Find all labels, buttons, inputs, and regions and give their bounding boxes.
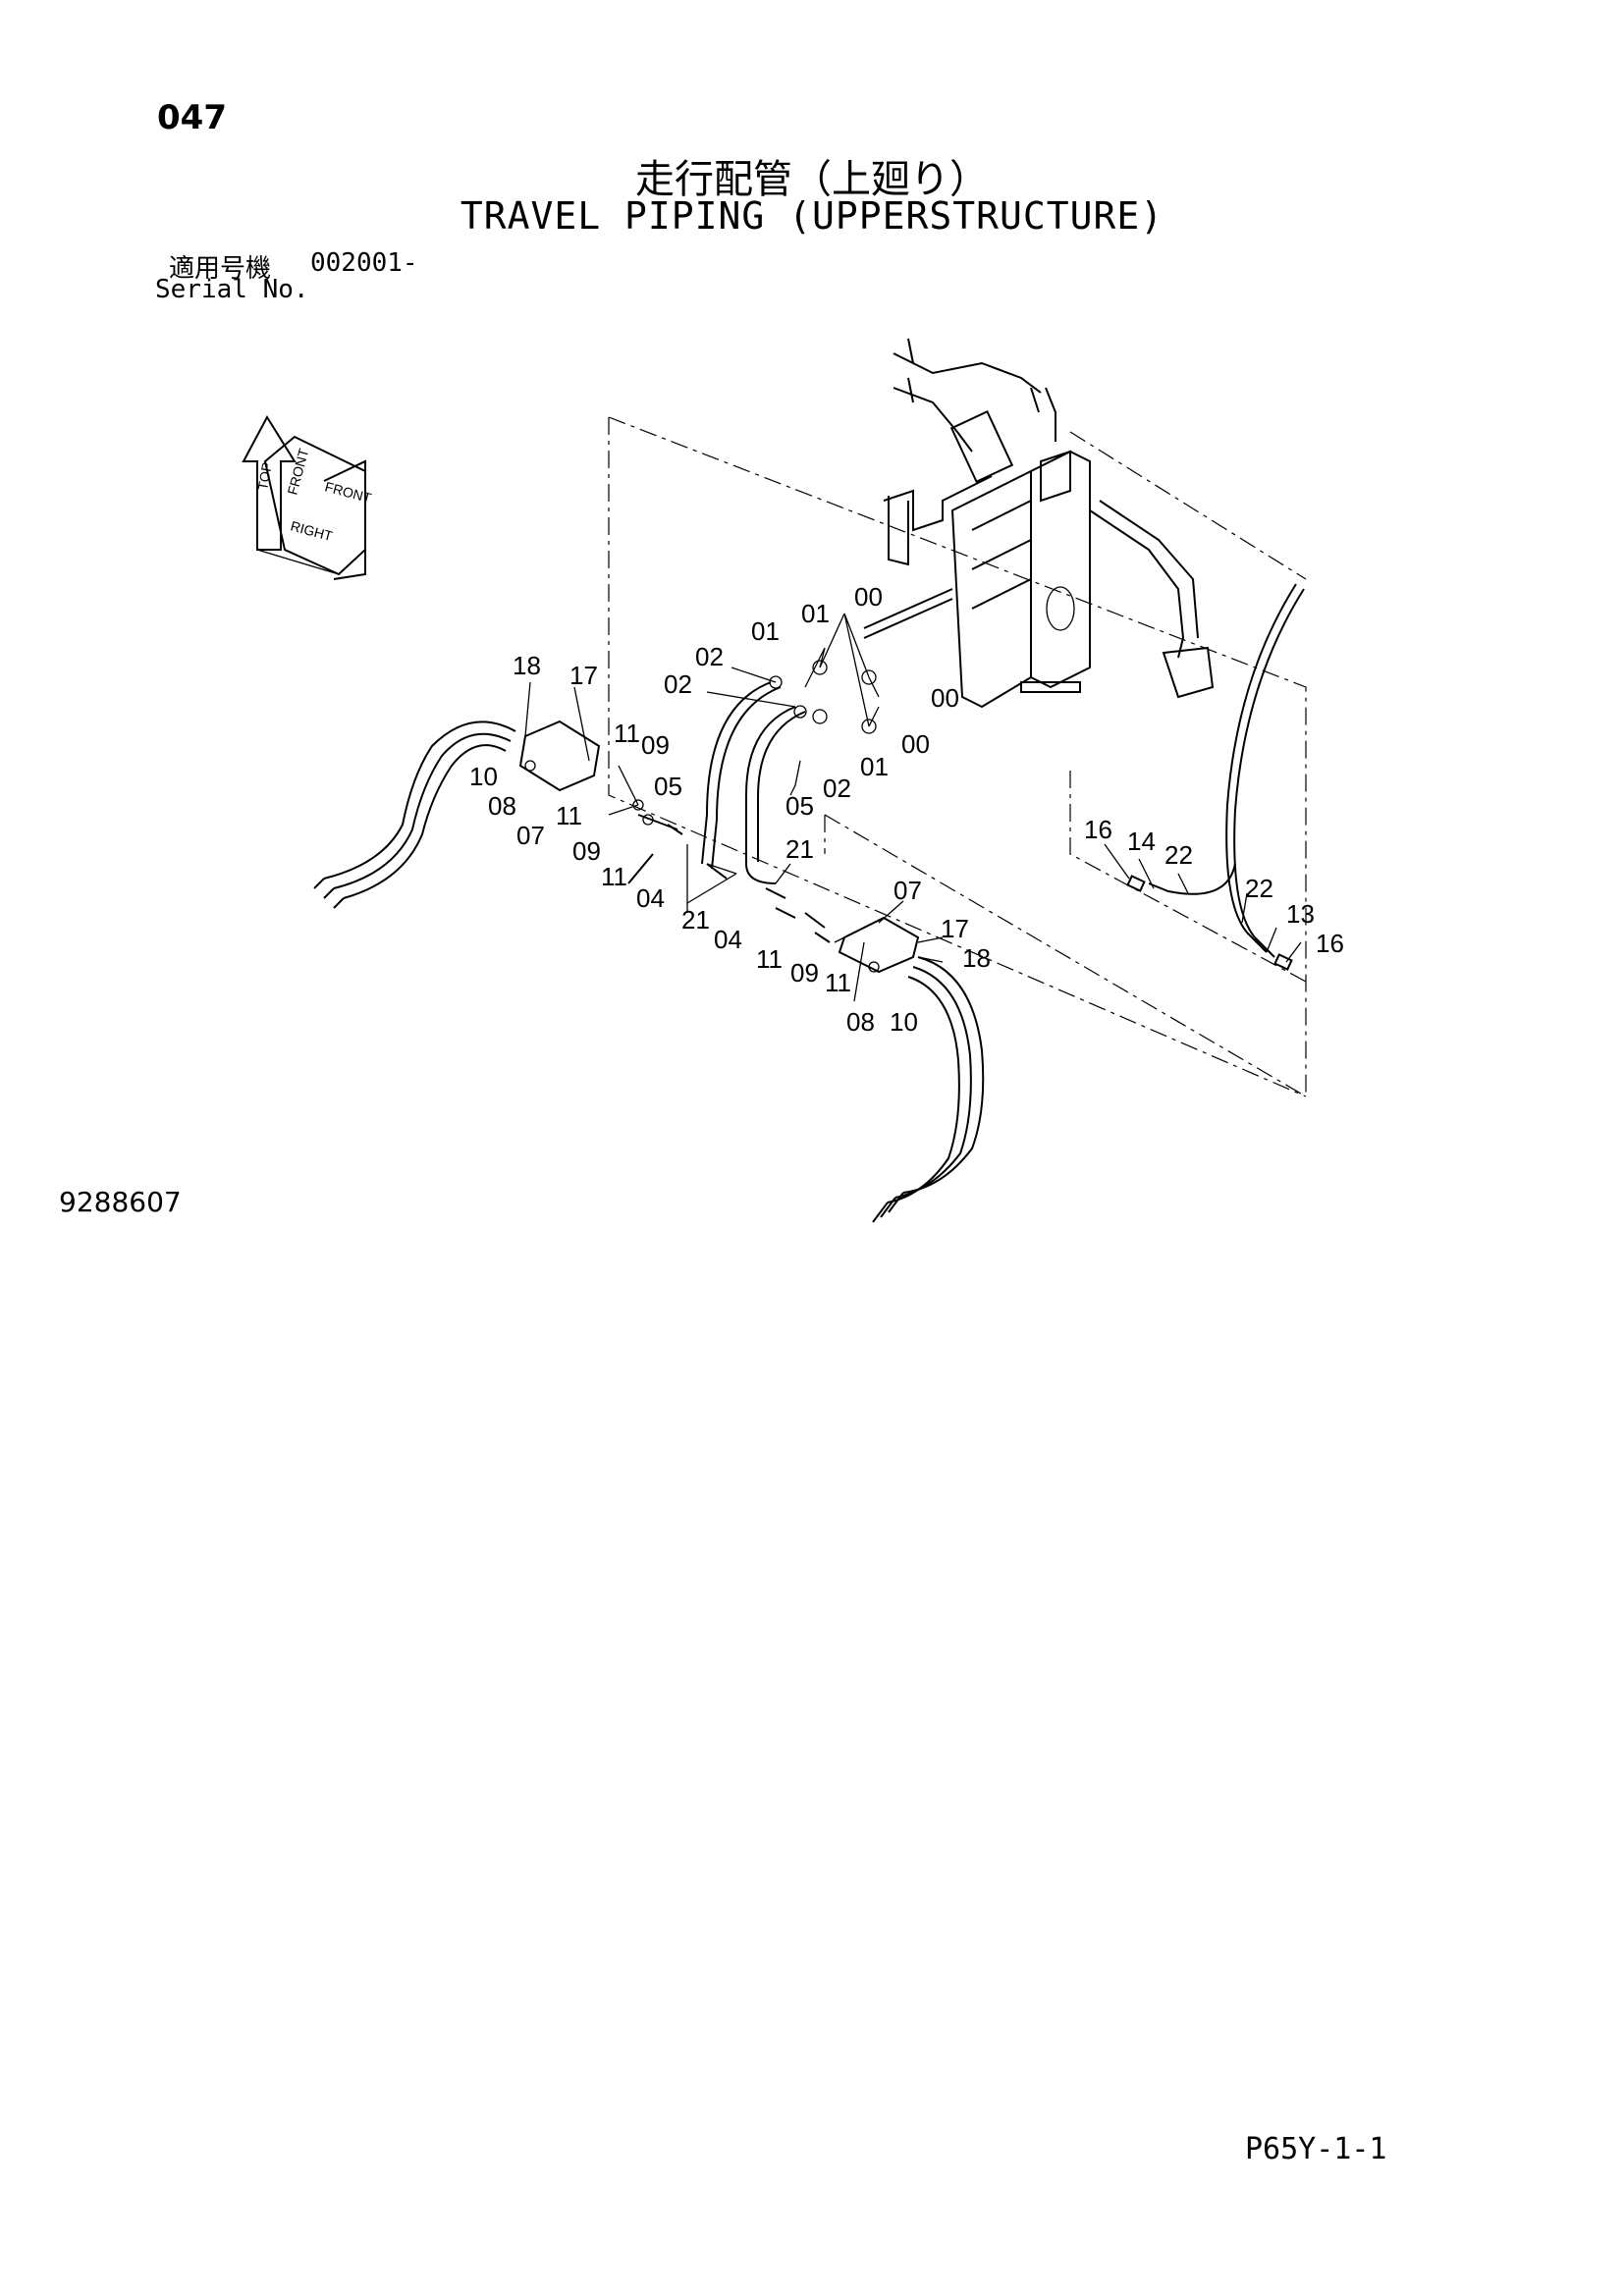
callout-07: 07	[893, 876, 922, 905]
callout-11: 11	[825, 968, 851, 997]
callout-09: 09	[790, 958, 819, 988]
callout-08: 08	[846, 1007, 875, 1037]
callout-08: 08	[488, 791, 516, 821]
center-hose-group	[701, 660, 877, 884]
callout-10: 10	[890, 1007, 918, 1037]
callout-17: 17	[941, 914, 969, 943]
left-manifold	[313, 720, 728, 909]
arrow-label-front-1: FRONT	[284, 447, 311, 497]
callout-07: 07	[516, 821, 545, 850]
callout-11: 11	[614, 719, 640, 748]
arrow-label-right: RIGHT	[289, 517, 335, 544]
callout-01: 01	[860, 752, 889, 781]
callout-13: 13	[1286, 899, 1315, 929]
title-english: TRAVEL PIPING (UPPERSTRUCTURE)	[460, 194, 1164, 238]
callout-17: 17	[569, 661, 598, 690]
serial-label-japanese: 適用号機	[169, 254, 272, 284]
arrow-label-top: TOP	[254, 461, 275, 492]
reference-lines	[608, 416, 1307, 1097]
callout-02: 02	[823, 774, 851, 803]
callout-02: 02	[664, 669, 692, 699]
callout-00: 00	[901, 729, 930, 759]
page-number: 047	[157, 98, 227, 137]
callout-04: 04	[636, 883, 665, 913]
callout-09: 09	[572, 836, 601, 866]
callout-labels: 00 00 00 01 01 01 02 02 02 18 17 10 08 0…	[469, 582, 1344, 1037]
callout-05: 05	[785, 791, 814, 821]
callout-22: 22	[1164, 840, 1193, 870]
callout-01: 01	[751, 616, 780, 646]
callout-22: 22	[1245, 874, 1273, 903]
callout-18: 18	[962, 943, 991, 973]
callout-00: 00	[931, 683, 959, 713]
callout-04: 04	[714, 925, 742, 954]
callout-00: 00	[854, 582, 883, 612]
callout-01: 01	[801, 599, 830, 628]
control-valve-assembly	[863, 338, 1215, 709]
callout-11: 11	[556, 801, 582, 830]
callout-16: 16	[1084, 815, 1112, 844]
title-japanese: 走行配管（上廻り）	[635, 157, 989, 202]
callout-09: 09	[641, 730, 670, 760]
callout-02: 02	[695, 642, 724, 671]
serial-number-value: 002001-	[310, 248, 418, 278]
leader-lines	[524, 613, 1302, 1002]
orientation-arrows: TOP FRONT FRONT RIGHT	[242, 415, 373, 580]
callout-11: 11	[756, 944, 783, 974]
drawing-number: 9288607	[59, 1186, 182, 1218]
callout-21: 21	[785, 834, 814, 864]
callout-14: 14	[1127, 827, 1156, 856]
callout-11: 11	[601, 862, 627, 891]
sheet-code: P65Y-1-1	[1245, 2132, 1387, 2166]
callout-21: 21	[681, 905, 710, 934]
right-hose-pair	[1126, 583, 1305, 971]
serial-label-english: Serial No.	[155, 275, 309, 304]
callout-05: 05	[654, 772, 682, 801]
callout-18: 18	[513, 651, 541, 680]
callout-16: 16	[1316, 929, 1344, 958]
callout-10: 10	[469, 762, 498, 791]
